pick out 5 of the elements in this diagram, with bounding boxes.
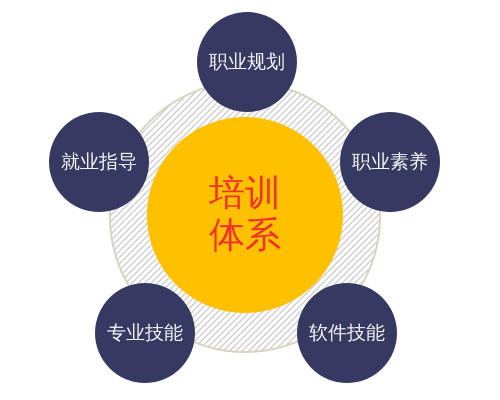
topic-circle: 职业规划 (197, 12, 297, 112)
topic-circle: 就业指导 (49, 112, 149, 212)
topic-circle: 职业素养 (340, 112, 440, 212)
topic-circle: 软件技能 (297, 283, 397, 383)
topic-circle: 专业技能 (95, 283, 195, 383)
